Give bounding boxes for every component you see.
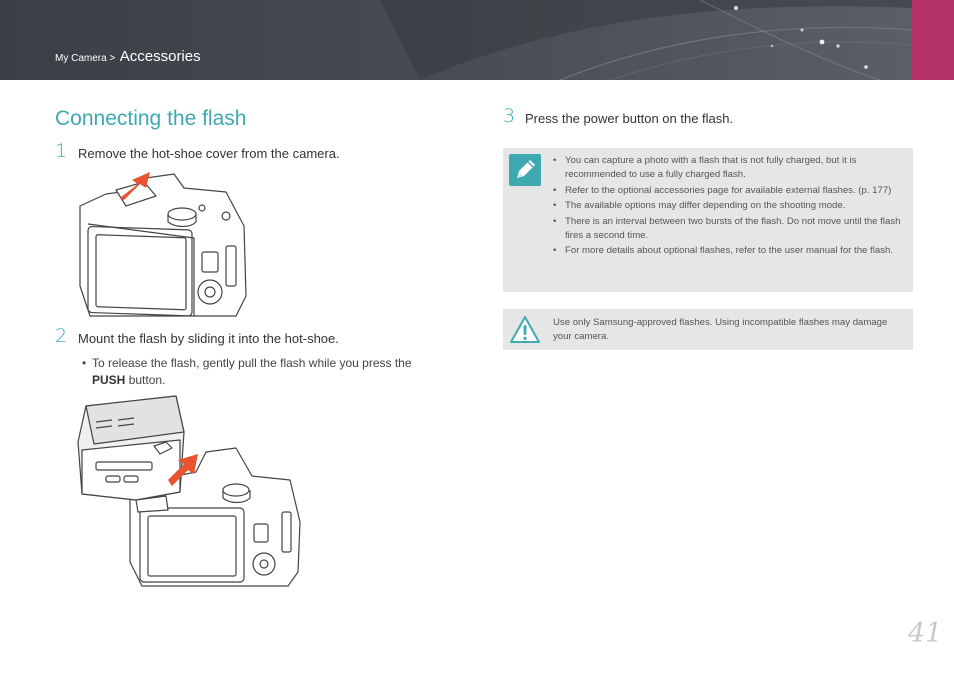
warning-box: Use only Samsung-approved flashes. Using… (503, 309, 913, 350)
step-2-text: Mount the flash by sliding it into the h… (78, 331, 339, 346)
page-title: Connecting the flash (55, 107, 247, 130)
note-list: You can capture a photo with a flash tha… (553, 154, 903, 260)
note-item: The available options may differ dependi… (553, 199, 903, 213)
bullet-dot: • (82, 356, 87, 370)
flash-mount-illustration (77, 395, 301, 587)
warning-triangle-icon (509, 314, 541, 345)
step-1-number: 1 (55, 140, 68, 162)
breadcrumb-current: Accessories (119, 48, 201, 65)
page-number: 41 (908, 618, 943, 649)
remove-arrow-icon (120, 172, 150, 200)
note-item: There is an interval between two bursts … (553, 215, 903, 243)
pencil-note-icon (509, 154, 541, 186)
slide-arrow-icon (168, 454, 198, 486)
step-2-bullet: • To release the flash, gently pull the … (82, 355, 442, 389)
step-3-text: Press the power button on the flash. (525, 111, 734, 126)
note-item: For more details about optional flashes,… (553, 244, 903, 258)
note-box: You can capture a photo with a flash tha… (503, 148, 913, 292)
header-swoosh-graphic (380, 0, 913, 80)
step-2-number: 2 (55, 325, 68, 347)
step-1-text: Remove the hot-shoe cover from the camer… (78, 146, 340, 161)
bullet-text-before: To release the flash, gently pull the fl… (92, 356, 412, 370)
camera-hot-shoe-illustration (79, 172, 247, 317)
section-color-tab (912, 0, 954, 80)
note-item: You can capture a photo with a flash tha… (553, 154, 903, 182)
page-header: My Camera > Accessories (0, 0, 954, 80)
step-3-number: 3 (503, 105, 516, 127)
note-item: Refer to the optional accessories page f… (553, 184, 903, 198)
bullet-text-after: button. (128, 373, 166, 387)
breadcrumb-parent[interactable]: My Camera > (55, 53, 116, 64)
breadcrumb: My Camera > Accessories (55, 48, 201, 66)
push-button-label: PUSH (92, 373, 126, 387)
warning-text: Use only Samsung-approved flashes. Using… (553, 317, 888, 342)
